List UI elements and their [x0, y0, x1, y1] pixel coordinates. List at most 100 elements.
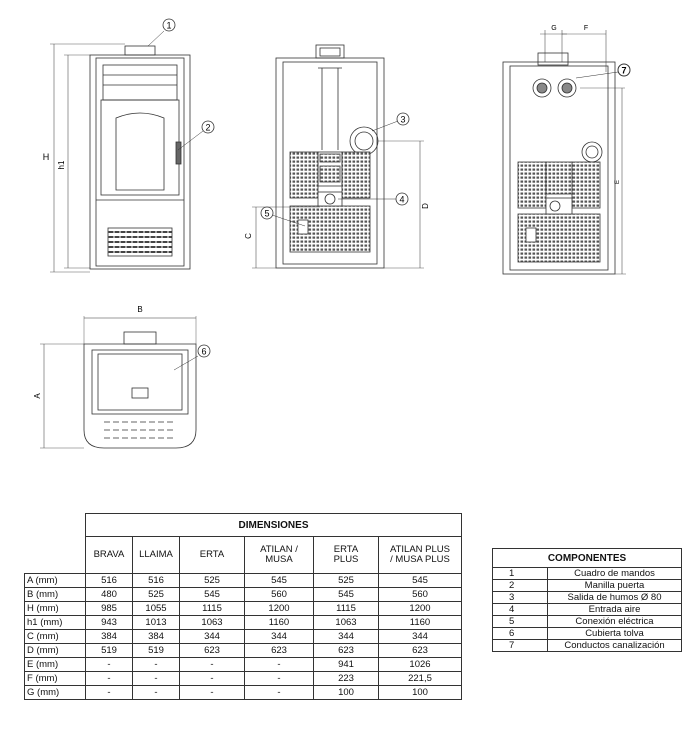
component-number: 7: [492, 639, 548, 652]
table-cell: 519: [132, 643, 180, 658]
row-label: D (mm): [24, 643, 86, 658]
callout-5-label: 5: [264, 209, 269, 219]
row-label: C (mm): [24, 629, 86, 644]
row-label: B (mm): [24, 587, 86, 602]
table-cell: -: [85, 671, 133, 686]
table-cell: 943: [85, 615, 133, 630]
component-label: Conexión eléctrica: [547, 615, 682, 628]
table-cell: -: [132, 685, 180, 700]
row-label: F (mm): [24, 671, 86, 686]
table-cell: 344: [244, 629, 314, 644]
component-label: Entrada aire: [547, 603, 682, 616]
table-cell: 223: [313, 671, 379, 686]
table-cell: 100: [313, 685, 379, 700]
dim-label-C: C: [244, 233, 253, 239]
table-cell: 100: [378, 685, 462, 700]
table-cell: 941: [313, 657, 379, 672]
table-cell: 525: [313, 573, 379, 588]
callout-6: 6: [197, 344, 211, 358]
table-cell: 221,5: [378, 671, 462, 686]
table-cell: 623: [313, 643, 379, 658]
component-number: 3: [492, 591, 548, 604]
row-label: h1 (mm): [24, 615, 86, 630]
component-number: 5: [492, 615, 548, 628]
table-cell: 1160: [244, 615, 314, 630]
table-cell: -: [244, 657, 314, 672]
component-number: 4: [492, 603, 548, 616]
table-cell: 1160: [378, 615, 462, 630]
table-cell: 384: [132, 629, 180, 644]
table-cell: 623: [378, 643, 462, 658]
dimensions-table: DIMENSIONES BRAVA LLAIMA ERTA ATILAN /MU…: [24, 513, 462, 700]
table-cell: 1115: [179, 601, 245, 616]
component-label: Cuadro de mandos: [547, 567, 682, 580]
table-cell: 545: [179, 587, 245, 602]
table-cell: 985: [85, 601, 133, 616]
callout-1: 1: [162, 18, 176, 32]
column-header: ERTA: [179, 536, 245, 574]
dim-label-D: D: [421, 203, 430, 209]
table-cell: 545: [378, 573, 462, 588]
callout-4: 4: [395, 192, 409, 206]
table-cell: 516: [85, 573, 133, 588]
table-cell: 1200: [378, 601, 462, 616]
callout-2: 2: [201, 120, 215, 134]
callout-3-label: 3: [400, 115, 405, 125]
callout-1-label: 1: [166, 21, 171, 31]
back-view-plus: [502, 30, 626, 275]
dim-label-G: G: [551, 25, 556, 32]
table-cell: 344: [179, 629, 245, 644]
dim-label-E: E: [615, 180, 621, 184]
table-cell: 1115: [313, 601, 379, 616]
component-number: 6: [492, 627, 548, 640]
table-cell: -: [85, 685, 133, 700]
callout-4-label: 4: [399, 195, 404, 205]
dim-label-h1: h1: [57, 160, 66, 169]
front-view: [50, 30, 204, 273]
column-header: ATILAN PLUS/ MUSA PLUS: [378, 536, 462, 574]
component-number: 1: [492, 567, 548, 580]
row-label: G (mm): [24, 685, 86, 700]
table-cell: 560: [378, 587, 462, 602]
table-cell: 525: [132, 587, 180, 602]
row-label: E (mm): [24, 657, 86, 672]
table-cell: 1013: [132, 615, 180, 630]
row-label: A (mm): [24, 573, 86, 588]
table-cell: 480: [85, 587, 133, 602]
component-number: 2: [492, 579, 548, 592]
table-cell: 545: [244, 573, 314, 588]
technical-drawings: 1 2 H h1 3: [33, 18, 631, 449]
table-cell: -: [179, 685, 245, 700]
callout-2-label: 2: [205, 123, 210, 133]
table-cell: 623: [179, 643, 245, 658]
column-header: ATILAN /MUSA: [244, 536, 314, 574]
dimensions-title: DIMENSIONES: [85, 513, 462, 537]
table-cell: 1055: [132, 601, 180, 616]
callout-5: 5: [260, 206, 274, 220]
top-view: [40, 316, 199, 449]
table-cell: -: [244, 685, 314, 700]
table-cell: 519: [85, 643, 133, 658]
table-cell: 545: [313, 587, 379, 602]
dim-label-H: H: [43, 152, 50, 162]
table-cell: 1063: [313, 615, 379, 630]
components-title: COMPONENTES: [492, 548, 682, 568]
callout-7-label: 7: [621, 66, 626, 76]
dim-label-A: A: [33, 393, 42, 399]
table-cell: -: [179, 671, 245, 686]
